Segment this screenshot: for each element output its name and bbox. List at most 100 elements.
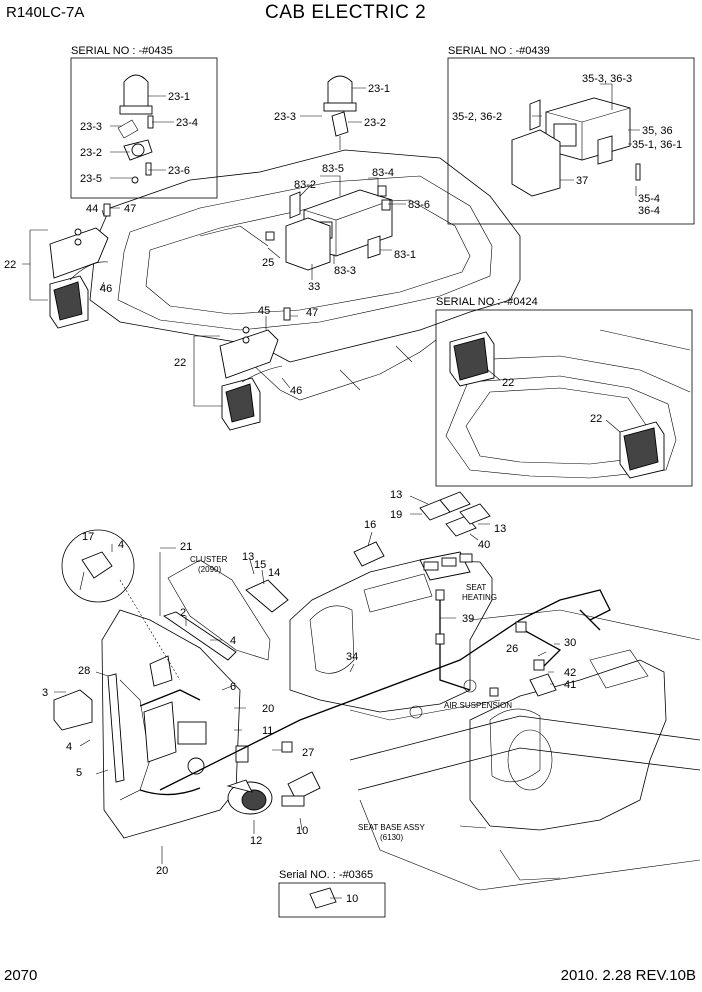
label-23-5: 23-5 <box>80 173 102 185</box>
label-19: 19 <box>390 509 402 521</box>
serial-label-lamps: SERIAL NO : -#0424 <box>436 296 538 308</box>
label-27: 27 <box>302 747 314 759</box>
serial-label-beacon: SERIAL NO : -#0435 <box>71 45 173 57</box>
radio-detail <box>511 97 641 197</box>
label-45: 45 <box>258 305 270 317</box>
lamps-detail <box>445 329 691 479</box>
bracket-4-icon <box>235 741 293 763</box>
cluster-ref-annotation: (2090) <box>198 565 221 574</box>
label-47: 47 <box>124 203 136 215</box>
lighter-small-icon <box>309 887 337 909</box>
label-4-lower: 4 <box>66 741 72 753</box>
label-17: 17 <box>82 531 94 543</box>
label-4-mid: 4 <box>230 635 236 647</box>
cluster-annotation: CLUSTER <box>190 555 228 564</box>
switch-cluster-top <box>419 491 491 537</box>
label-23-3: 23-3 <box>80 121 102 133</box>
label-15: 15 <box>254 559 266 571</box>
label-12: 12 <box>250 835 262 847</box>
label-22-lamp-right: 22 <box>590 413 602 425</box>
label-37: 37 <box>576 175 588 187</box>
label-46-right: 46 <box>290 385 302 397</box>
label-13-cluster: 13 <box>242 551 254 563</box>
label-23-2-main: 23-2 <box>364 117 386 129</box>
label-2: 2 <box>180 607 186 619</box>
cluster-outline <box>163 559 289 661</box>
label-23-2: 23-2 <box>80 147 102 159</box>
serial-box-lighter: Serial NO. : -#0365 <box>278 869 386 918</box>
label-5: 5 <box>76 767 82 779</box>
label-10-serial: 10 <box>346 893 358 905</box>
work-lamp-icon <box>449 331 495 387</box>
serial-box-lamps: SERIAL NO : -#0424 <box>435 296 693 487</box>
label-26: 26 <box>506 643 518 655</box>
label-36-4: 36-4 <box>638 205 660 217</box>
label-83-3: 83-3 <box>334 265 356 277</box>
label-42: 42 <box>564 667 576 679</box>
label-30: 30 <box>564 637 576 649</box>
model-code: R140LC-7A <box>6 4 85 21</box>
label-20-upper: 20 <box>262 703 274 715</box>
label-11: 11 <box>262 725 273 737</box>
page-title: CAB ELECTRIC 2 <box>265 2 427 23</box>
label-83-2: 83-2 <box>294 179 316 191</box>
label-46: 46 <box>100 283 112 295</box>
label-6: 6 <box>230 681 236 693</box>
detail-circle-17 <box>61 529 181 681</box>
annotations: CLUSTER (2090) SEAT HEATING AIR SUSPENSI… <box>190 555 512 842</box>
work-lamp-icon <box>619 421 665 479</box>
serial-box-radio: SERIAL NO : -#0439 <box>447 45 695 225</box>
label-22-lamp-left: 22 <box>502 377 514 389</box>
seat-base-ref-annotation: (6130) <box>380 833 403 842</box>
label-23-6: 23-6 <box>168 165 190 177</box>
seat-heating-annotation-2: HEATING <box>462 593 497 602</box>
label-35-4: 35-4 <box>638 193 660 205</box>
label-34: 34 <box>346 651 358 663</box>
radio-icon <box>265 185 393 271</box>
part-labels: 23-1 23-3 23-4 23-2 23-6 23-5 23-1 23-3 … <box>4 73 682 905</box>
seat-base-annotation: SEAT BASE ASSY <box>358 823 426 832</box>
rear-console <box>469 649 667 831</box>
serial-box-beacon: SERIAL NO : -#0435 <box>70 45 218 199</box>
label-83-5: 83-5 <box>322 163 344 175</box>
seat-heating-annotation: SEAT <box>466 583 486 592</box>
serial-label-radio: SERIAL NO : -#0439 <box>448 45 550 57</box>
seat-base-frame <box>349 609 701 891</box>
label-33: 33 <box>308 281 320 293</box>
label-13-right: 13 <box>494 523 506 535</box>
leader-lines <box>22 83 640 899</box>
right-console <box>289 541 493 713</box>
label-83-6: 83-6 <box>408 199 430 211</box>
label-39: 39 <box>462 613 474 625</box>
revision-date: 2010. 2.28 REV.10B <box>560 967 696 984</box>
label-22-right: 22 <box>174 357 186 369</box>
air-suspension-annotation: AIR SUSPENSION <box>444 701 512 710</box>
label-23-1: 23-1 <box>168 91 190 103</box>
work-lamp-front-left <box>49 203 111 329</box>
label-40: 40 <box>478 539 490 551</box>
label-83-4: 83-4 <box>372 167 394 179</box>
label-41: 41 <box>564 679 576 691</box>
label-3: 3 <box>42 687 48 699</box>
label-83-1: 83-1 <box>394 249 416 261</box>
label-35-1: 35-1, 36-1 <box>632 139 682 151</box>
label-35-2: 35-2, 36-2 <box>452 111 502 123</box>
label-16: 16 <box>364 519 376 531</box>
label-22: 22 <box>4 259 16 271</box>
label-23-1-main: 23-1 <box>368 83 390 95</box>
label-21: 21 <box>180 541 192 553</box>
serial-label-lighter: Serial NO. : -#0365 <box>279 869 373 881</box>
cigar-lighter-icon <box>281 771 321 807</box>
label-4-detail: 4 <box>118 539 124 551</box>
wire-harness <box>159 589 611 791</box>
label-13-top: 13 <box>390 489 402 501</box>
label-35-36: 35, 36 <box>642 125 673 137</box>
label-10: 10 <box>296 825 308 837</box>
label-28: 28 <box>78 665 90 677</box>
label-23-3-main: 23-3 <box>274 111 296 123</box>
label-23-4: 23-4 <box>176 117 198 129</box>
label-14: 14 <box>268 567 280 579</box>
beacon-assembly-detail <box>117 74 154 184</box>
label-25: 25 <box>262 257 274 269</box>
